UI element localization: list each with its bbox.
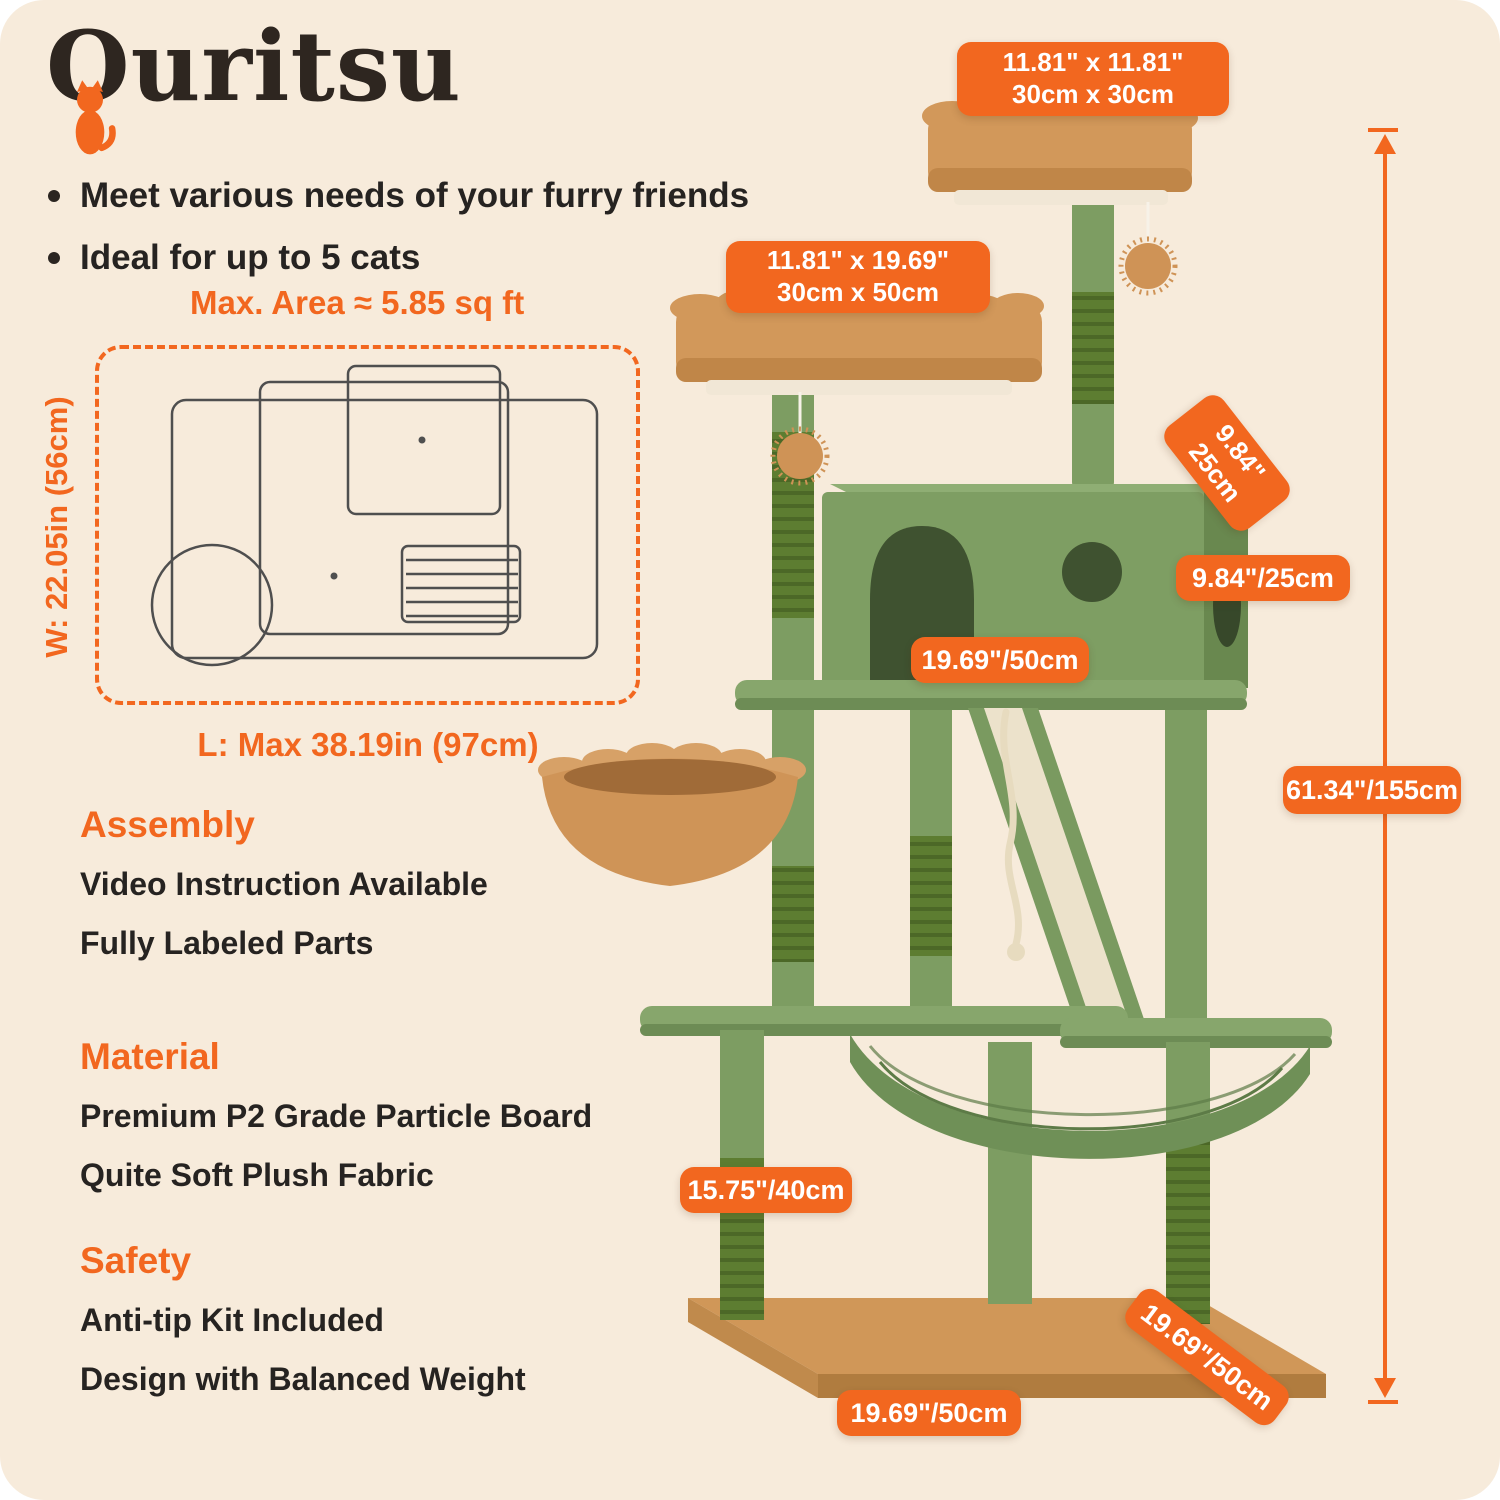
section-safety: Safety Anti-tip Kit Included Design with… bbox=[80, 1240, 526, 1420]
middle-perch bbox=[670, 289, 1044, 395]
pompom-toy bbox=[1118, 202, 1178, 296]
hanging-basket bbox=[538, 743, 806, 886]
section-line: Premium P2 Grade Particle Board bbox=[80, 1098, 593, 1134]
condo-height-badge: 9.84"/25cm bbox=[1176, 555, 1350, 601]
plan-dot bbox=[330, 572, 338, 580]
section-line: Design with Balanced Weight bbox=[80, 1361, 526, 1397]
middle-scratching-post bbox=[910, 700, 952, 1020]
base-width-badge: 19.69"/50cm bbox=[837, 1390, 1021, 1436]
condo-support-post bbox=[1165, 670, 1207, 1030]
feature-text: Ideal for up to 5 cats bbox=[80, 238, 421, 277]
plan-dot bbox=[418, 436, 426, 444]
top-perch-size-badge: 11.81" x 11.81" 30cm x 30cm bbox=[957, 42, 1229, 116]
section-line: Video Instruction Available bbox=[80, 866, 488, 902]
middle-perch-size-badge: 11.81" x 19.69" 30cm x 50cm bbox=[726, 241, 990, 313]
condo-platform bbox=[735, 680, 1247, 710]
bullet-dot bbox=[48, 252, 60, 264]
hammock bbox=[850, 1034, 1310, 1159]
top-scratching-post bbox=[1072, 190, 1114, 490]
lower-right-platform bbox=[1060, 1018, 1332, 1048]
arrow-up-icon bbox=[1374, 134, 1396, 154]
overall-height-badge: 61.34"/155cm bbox=[1283, 766, 1461, 814]
measure-tick-bottom bbox=[1368, 1400, 1398, 1404]
bullet-dot bbox=[48, 190, 60, 202]
lower-left-platform bbox=[640, 1006, 1128, 1036]
width-label: W: 22.05in (56cm) bbox=[39, 396, 74, 658]
section-title: Safety bbox=[80, 1240, 192, 1281]
cat-icon bbox=[75, 80, 116, 155]
brand-logo: Ouritsu bbox=[46, 10, 462, 155]
condo-width-badge: 19.69"/50cm bbox=[911, 637, 1089, 683]
section-line: Fully Labeled Parts bbox=[80, 925, 374, 961]
length-label: L: Max 38.19in (97cm) bbox=[197, 726, 539, 763]
scratching-ramp bbox=[968, 708, 1146, 1025]
brand-name: Ouritsu bbox=[46, 10, 462, 123]
section-assembly: Assembly Video Instruction Available Ful… bbox=[80, 804, 488, 984]
floorplan-diagram bbox=[150, 364, 599, 667]
feature-text: Meet various needs of your furry friends bbox=[80, 176, 750, 215]
feature-item: Meet various needs of your furry friends bbox=[48, 176, 749, 216]
rope-toy bbox=[1000, 708, 1025, 961]
measure-tick-top bbox=[1368, 128, 1398, 132]
max-area-label: Max. Area ≈ 5.85 sq ft bbox=[190, 284, 525, 321]
pompom-toy bbox=[770, 392, 830, 486]
section-material: Material Premium P2 Grade Particle Board… bbox=[80, 1036, 592, 1216]
arrow-down-icon bbox=[1374, 1378, 1396, 1398]
section-title: Assembly bbox=[80, 804, 255, 845]
feature-item: Ideal for up to 5 cats bbox=[48, 238, 420, 278]
section-line: Anti-tip Kit Included bbox=[80, 1302, 384, 1338]
section-line: Quite Soft Plush Fabric bbox=[80, 1157, 434, 1193]
post-height-badge: 15.75"/40cm bbox=[680, 1167, 852, 1213]
section-title: Material bbox=[80, 1036, 220, 1077]
footprint-dashed-box bbox=[95, 345, 640, 705]
